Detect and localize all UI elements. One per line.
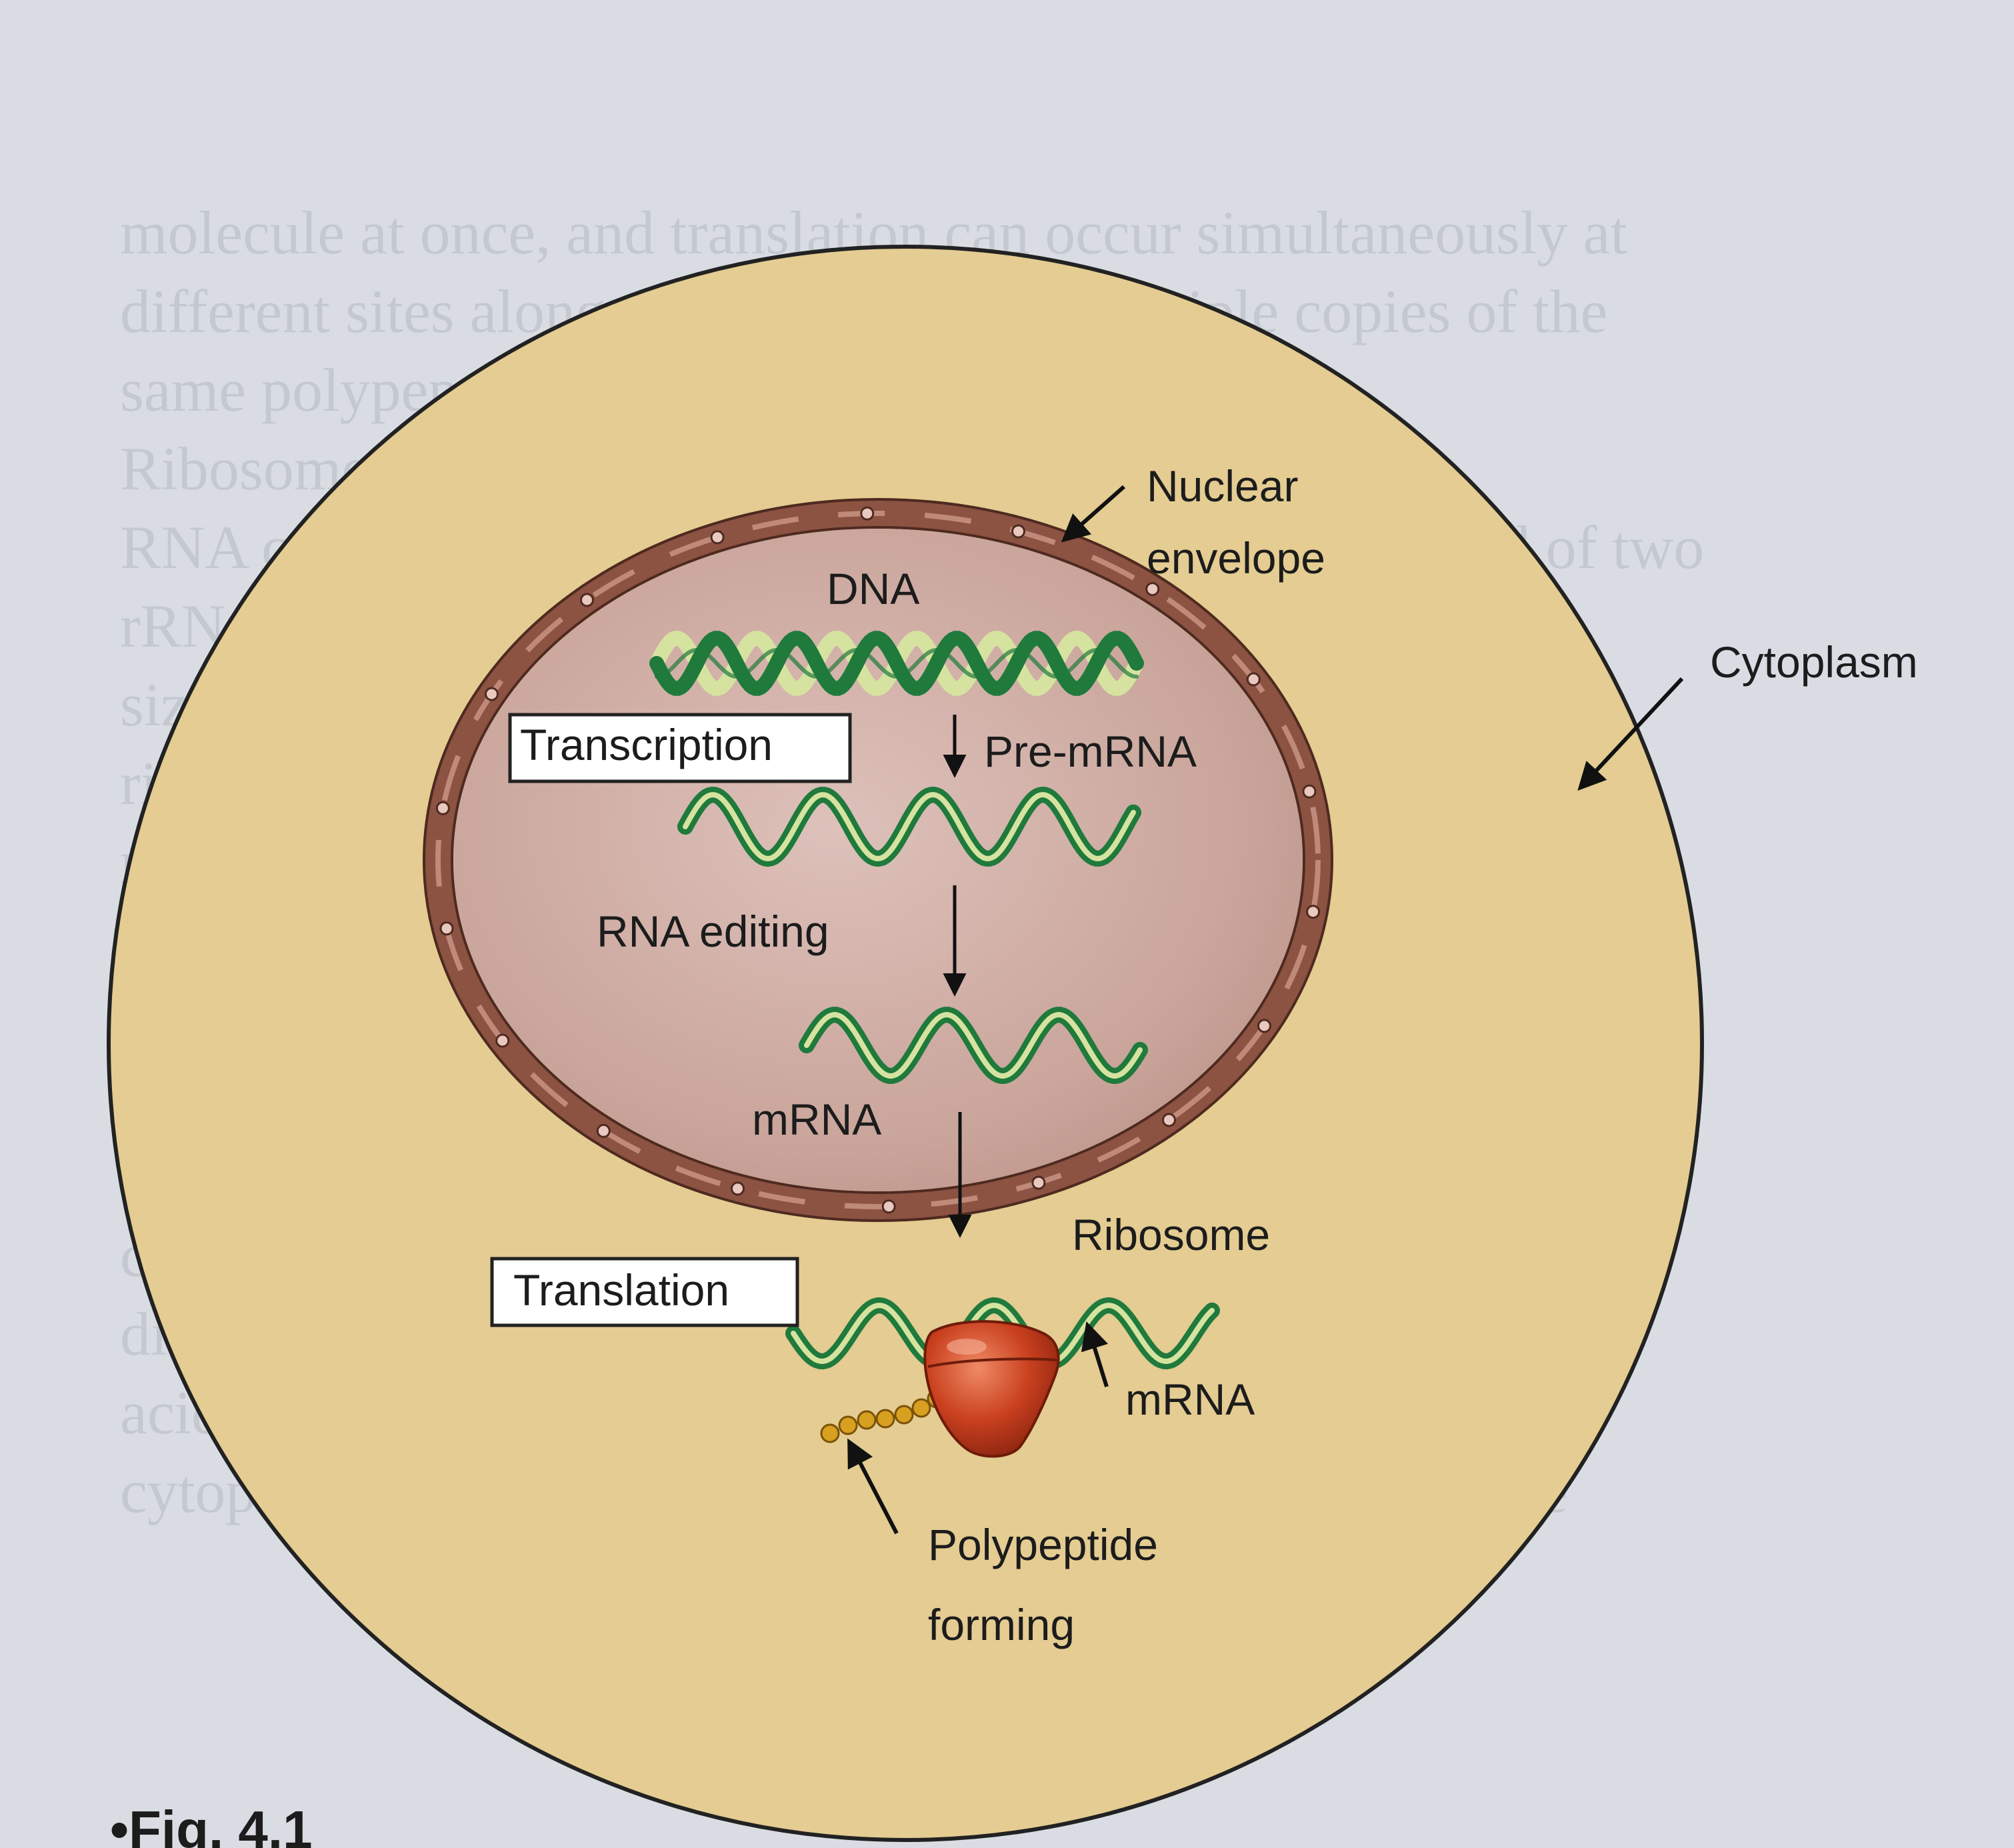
arrow-nuclear-envelope [1061, 485, 1125, 543]
nuclear-pore [1031, 1175, 1046, 1190]
nuclear-pore [439, 921, 454, 936]
nuclear-envelope-label-line2: envelope [1147, 533, 1325, 583]
amino-acid-bead [820, 1423, 840, 1443]
nuclear-envelope-label-line1: Nuclear [1147, 461, 1298, 511]
arrow-cytoplasm [1577, 677, 1684, 791]
nuclear-envelope-highlight [435, 511, 1321, 1209]
nuclear-pore [1306, 905, 1321, 919]
amino-acid-bead [875, 1409, 895, 1429]
nuclear-pore [580, 593, 594, 607]
nuclear-pore [710, 530, 725, 545]
transcription-label-box [508, 713, 852, 783]
nuclear-pore [596, 1123, 611, 1138]
arrow-mrna-cytoplasm [1081, 1321, 1109, 1387]
ribosome [923, 1320, 1060, 1458]
cytoplasm-label: Cytoplasm [1710, 637, 1918, 687]
dna-label: DNA [827, 564, 919, 613]
nuclear-pore [731, 1181, 745, 1196]
nuclear-pore [485, 687, 499, 701]
mrna-strand-nucleus-highlight [804, 1012, 1143, 1079]
nuclear-envelope-outer-edge [423, 498, 1333, 1222]
amino-acid-bead [857, 1410, 877, 1430]
nuclear-pore [495, 1033, 510, 1048]
translation-label-box [490, 1257, 799, 1327]
figure-caption-fragment: •Fig. 4.1 [110, 1800, 313, 1848]
polypeptide-label-line2: forming [928, 1600, 1075, 1649]
nuclear-pores [435, 506, 1321, 1214]
dna-double-helix [649, 631, 1144, 696]
nuclear-pore [1145, 582, 1160, 597]
nuclear-pore [860, 506, 875, 521]
rna-editing-label: RNA editing [597, 907, 829, 956]
translation-label: Translation [513, 1265, 729, 1315]
nuclear-envelope-inner-edge [451, 526, 1305, 1194]
nuclear-pore [881, 1199, 896, 1214]
nuclear-pore [1162, 1113, 1176, 1127]
transcription-label: Transcription [520, 720, 773, 769]
nuclear-pore [1257, 1019, 1271, 1033]
nuclear-pore [435, 801, 450, 815]
nuclear-pore [1246, 672, 1261, 687]
arrow-polypeptide [847, 1438, 899, 1535]
flow-arrows [847, 485, 1684, 1535]
pre-mrna-strand-highlight [683, 791, 1136, 862]
mrna-cytoplasm-label: mRNA [1125, 1375, 1255, 1424]
amino-acid-bead [911, 1398, 931, 1418]
ribosome-label: Ribosome [1072, 1210, 1270, 1259]
mrna-nucleus-label: mRNA [752, 1095, 881, 1144]
pre-mrna-label: Pre-mRNA [984, 727, 1197, 776]
nuclear-pore [1011, 524, 1025, 539]
mrna-strand-cytoplasm-highlight [791, 1302, 1215, 1365]
amino-acid-bead [894, 1405, 914, 1425]
amino-acid-bead [838, 1415, 858, 1435]
polypeptide-label-line1: Polypeptide [928, 1520, 1158, 1569]
nuclear-pore [1302, 784, 1317, 799]
